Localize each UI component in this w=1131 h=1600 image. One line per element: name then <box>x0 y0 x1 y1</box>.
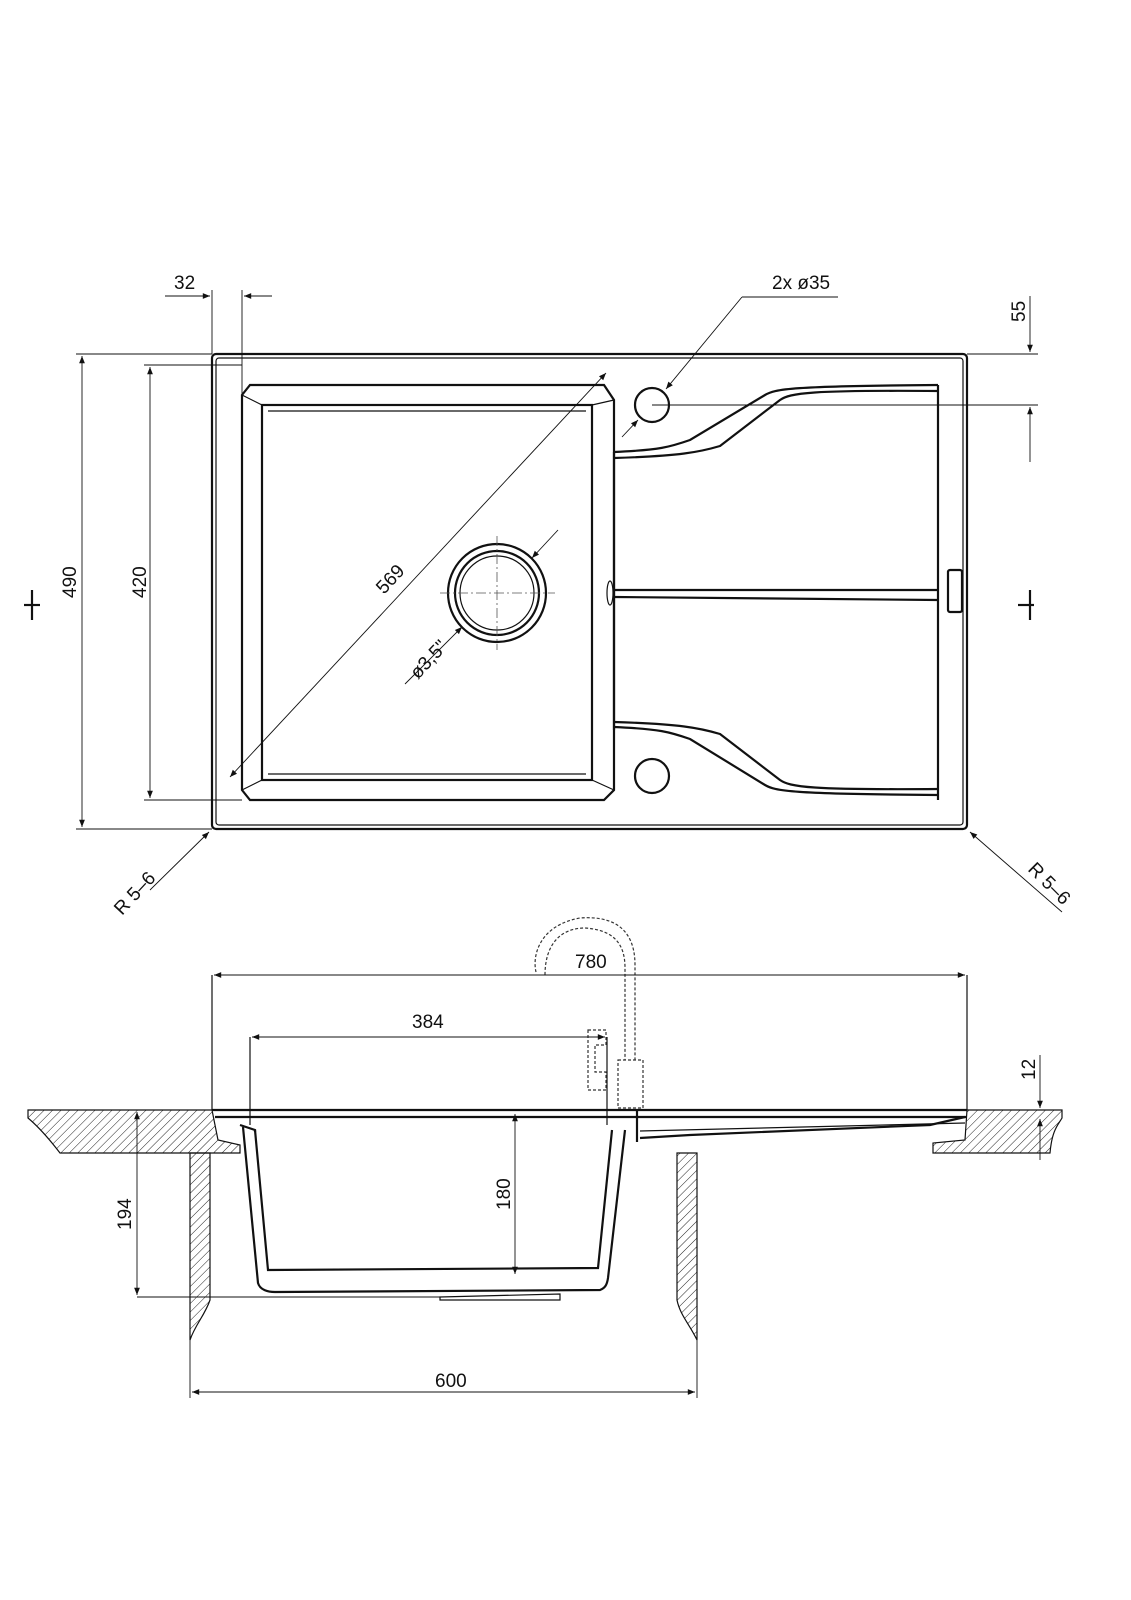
dim-label-420: 420 <box>130 566 151 598</box>
dim-569: 569 <box>229 372 607 778</box>
section-marker-left <box>24 590 40 620</box>
dim-600: 600 <box>189 1340 698 1398</box>
dim-label-32: 32 <box>174 273 195 294</box>
dim-label-569: 569 <box>372 561 409 599</box>
sink-outline <box>210 352 969 831</box>
dim-490: 490 <box>60 353 212 830</box>
dim-label-radius-left: R 5–6 <box>110 868 160 919</box>
dim-label-780: 780 <box>575 952 607 973</box>
dim-label-55: 55 <box>1009 301 1030 322</box>
sink-profile <box>211 975 968 1301</box>
dim-32: 32 <box>165 273 272 460</box>
overflow-handle <box>946 568 964 614</box>
dim-12: 12 <box>1019 1055 1043 1160</box>
dim-label-490: 490 <box>60 566 81 598</box>
dim-label-194: 194 <box>115 1198 136 1230</box>
dim-label-radius-right: R 5–6 <box>1023 859 1074 910</box>
dim-420: 420 <box>130 364 242 801</box>
dim-label-12: 12 <box>1019 1059 1040 1080</box>
dim-tap-holes: 2x ø35 <box>621 273 838 438</box>
dim-label-tap-holes: 2x ø35 <box>772 273 830 294</box>
drainer <box>606 383 964 800</box>
dim-radius-left: R 5–6 <box>110 831 210 919</box>
dim-55: 55 <box>652 296 1038 462</box>
section-marker-right <box>1018 590 1034 620</box>
countertop <box>27 1109 1063 1341</box>
tap-hole-bottom <box>633 757 671 795</box>
dim-label-180: 180 <box>494 1178 515 1210</box>
side-view: 780 384 12 194 180 600 <box>27 917 1063 1398</box>
faucet-outline <box>534 917 644 1109</box>
top-view: 490 420 32 569 ø3,5" 2x ø35 55 R 5–6 R 5 <box>24 273 1074 919</box>
dim-label-600: 600 <box>435 1371 467 1392</box>
dim-radius-right: R 5–6 <box>969 831 1074 913</box>
dim-180: 180 <box>494 1113 518 1275</box>
dim-194: 194 <box>115 1111 440 1298</box>
dim-384: 384 <box>252 1012 605 1040</box>
bowl <box>240 383 616 802</box>
drain <box>440 536 555 650</box>
dim-780: 780 <box>214 952 965 978</box>
dim-label-384: 384 <box>412 1012 444 1033</box>
